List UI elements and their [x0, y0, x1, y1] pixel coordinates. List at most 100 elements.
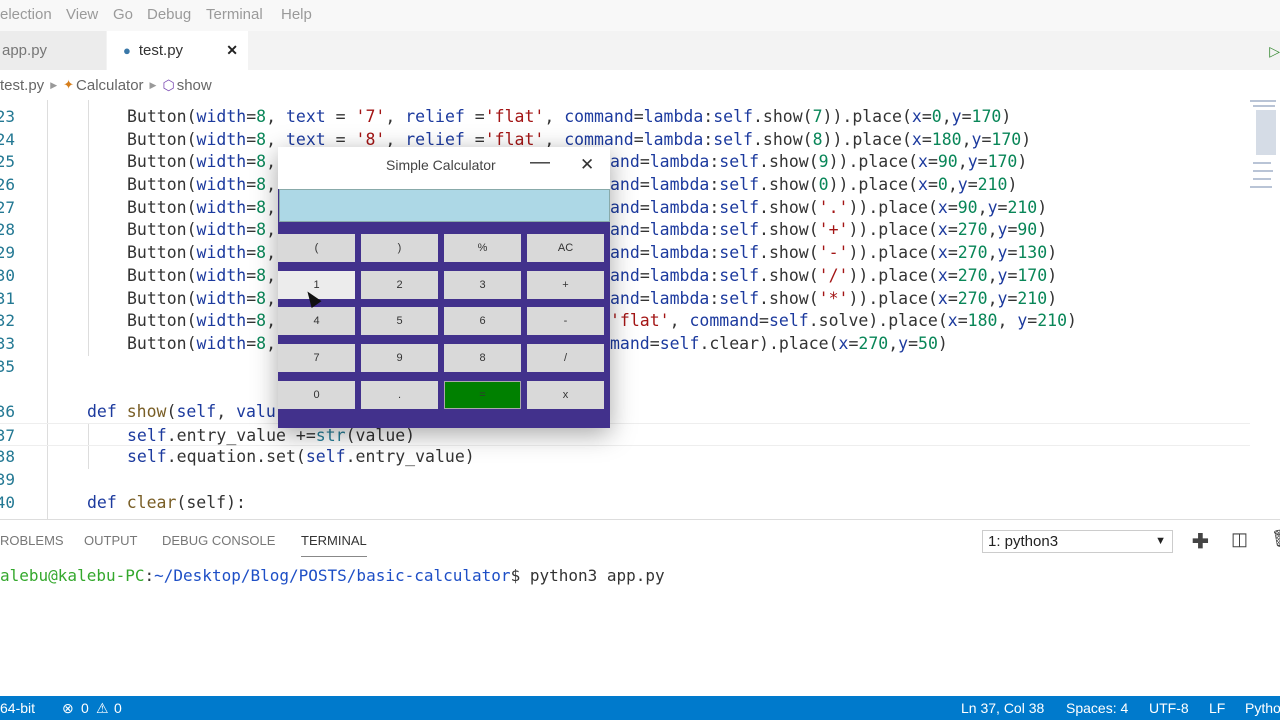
minimize-icon[interactable]: —: [530, 151, 550, 173]
menu-selection[interactable]: election: [0, 6, 52, 23]
breadcrumb-method[interactable]: show: [176, 76, 212, 94]
indentation[interactable]: Spaces: 4: [1066, 700, 1129, 716]
calc-button-6[interactable]: 6: [444, 307, 521, 335]
calc-button-8[interactable]: 8: [444, 344, 521, 372]
code-token: 8: [256, 311, 267, 330]
code-token: ): [1021, 130, 1032, 149]
code-token: =: [633, 130, 644, 149]
calculator-display[interactable]: [279, 189, 610, 222]
terminal-select[interactable]: 1: python3 ▼: [982, 530, 1173, 553]
menu-help[interactable]: Help: [281, 6, 312, 23]
calc-button-percent[interactable]: %: [444, 234, 521, 262]
calc-button-2[interactable]: 2: [361, 271, 438, 299]
calc-button-1[interactable]: 1: [278, 271, 355, 299]
calc-button-multiply[interactable]: x: [527, 381, 604, 409]
code-token: '/': [818, 266, 849, 285]
code-token: 8: [256, 152, 267, 171]
calc-button-minus[interactable]: -: [527, 307, 604, 335]
calc-button-5[interactable]: 5: [361, 307, 438, 335]
calc-button-3[interactable]: 3: [444, 271, 521, 299]
code-line[interactable]: 39: [0, 468, 1250, 491]
tab-terminal[interactable]: TERMINAL: [301, 533, 367, 557]
code-token: Button(: [127, 107, 197, 126]
code-token: =: [246, 243, 257, 262]
menu-go[interactable]: Go: [113, 6, 134, 23]
breadcrumb-file[interactable]: test.py: [0, 76, 45, 94]
run-icon[interactable]: ▷: [1269, 43, 1280, 59]
code-token: str: [315, 426, 346, 445]
new-terminal-icon[interactable]: ✚: [1192, 531, 1209, 553]
close-icon[interactable]: ✕: [226, 42, 238, 58]
tab-test-py[interactable]: ● test.py ✕: [107, 31, 248, 70]
breadcrumb-class[interactable]: Calculator: [76, 76, 144, 94]
menu-terminal[interactable]: Terminal: [206, 6, 263, 23]
code-token: width: [196, 243, 247, 262]
code-token: .entry_value +=: [166, 426, 316, 445]
code-token: command: [564, 130, 634, 149]
calc-button-0[interactable]: 0: [278, 381, 355, 409]
tab-output[interactable]: OUTPUT: [84, 533, 138, 548]
line-ending[interactable]: LF: [1209, 700, 1226, 716]
code-line[interactable]: 35: [0, 355, 1250, 378]
code-token: self: [719, 243, 760, 262]
cursor-position[interactable]: Ln 37, Col 38: [961, 700, 1045, 716]
error-icon[interactable]: ⊗: [62, 700, 74, 716]
code-token: x: [947, 311, 958, 330]
calc-button-9[interactable]: 9: [361, 344, 438, 372]
calculator-title-bar[interactable]: Simple Calculator — ✕: [278, 147, 610, 189]
calc-button-4[interactable]: 4: [278, 307, 355, 335]
split-terminal-icon[interactable]: ◫: [1231, 529, 1249, 549]
calc-button-dot[interactable]: .: [361, 381, 438, 409]
close-icon[interactable]: ✕: [580, 155, 595, 174]
code-token: lambda: [649, 152, 710, 171]
menu-view[interactable]: View: [66, 6, 99, 23]
code-token: text: [285, 107, 326, 126]
trash-icon[interactable]: 🗑: [1271, 529, 1280, 549]
code-token: .show(: [752, 107, 813, 126]
tab-debug-console[interactable]: DEBUG CONSOLE: [162, 533, 276, 548]
tab-app-py[interactable]: app.py: [0, 31, 106, 70]
minimap[interactable]: [1250, 100, 1278, 195]
line-number: 36: [0, 402, 15, 421]
code-text: def clear(self):: [87, 491, 246, 514]
language-mode[interactable]: Pytho: [1245, 700, 1280, 716]
python-interpreter[interactable]: 64-bit: [0, 700, 36, 716]
code-text: 'flat', command=self.solve).place(x=180,…: [610, 309, 1077, 332]
calc-button-divide[interactable]: /: [527, 344, 604, 372]
code-token: =: [246, 311, 257, 330]
code-token: and: [610, 243, 640, 262]
calc-button-lparen[interactable]: (: [278, 234, 355, 262]
calc-button-7[interactable]: 7: [278, 344, 355, 372]
terminal-output[interactable]: alebu@kalebu-PC:~/Desktop/Blog/POSTS/bas…: [0, 566, 665, 585]
code-token: x: [937, 289, 948, 308]
tab-problems[interactable]: ROBLEMS: [0, 533, 64, 548]
code-token: =: [947, 289, 958, 308]
code-token: y: [957, 175, 968, 194]
menu-debug[interactable]: Debug: [147, 6, 192, 23]
code-token: ,: [266, 198, 277, 217]
prompt-path: ~/Desktop/Blog/POSTS/basic-calculator: [154, 566, 511, 585]
calc-button-rparen[interactable]: ): [361, 234, 438, 262]
calc-button-ac[interactable]: AC: [527, 234, 604, 262]
calc-button-equals[interactable]: =: [444, 381, 521, 409]
encoding[interactable]: UTF-8: [1149, 700, 1189, 716]
code-token: y: [997, 289, 1008, 308]
calc-button-plus[interactable]: +: [527, 271, 604, 299]
code-token: and: [610, 266, 640, 285]
